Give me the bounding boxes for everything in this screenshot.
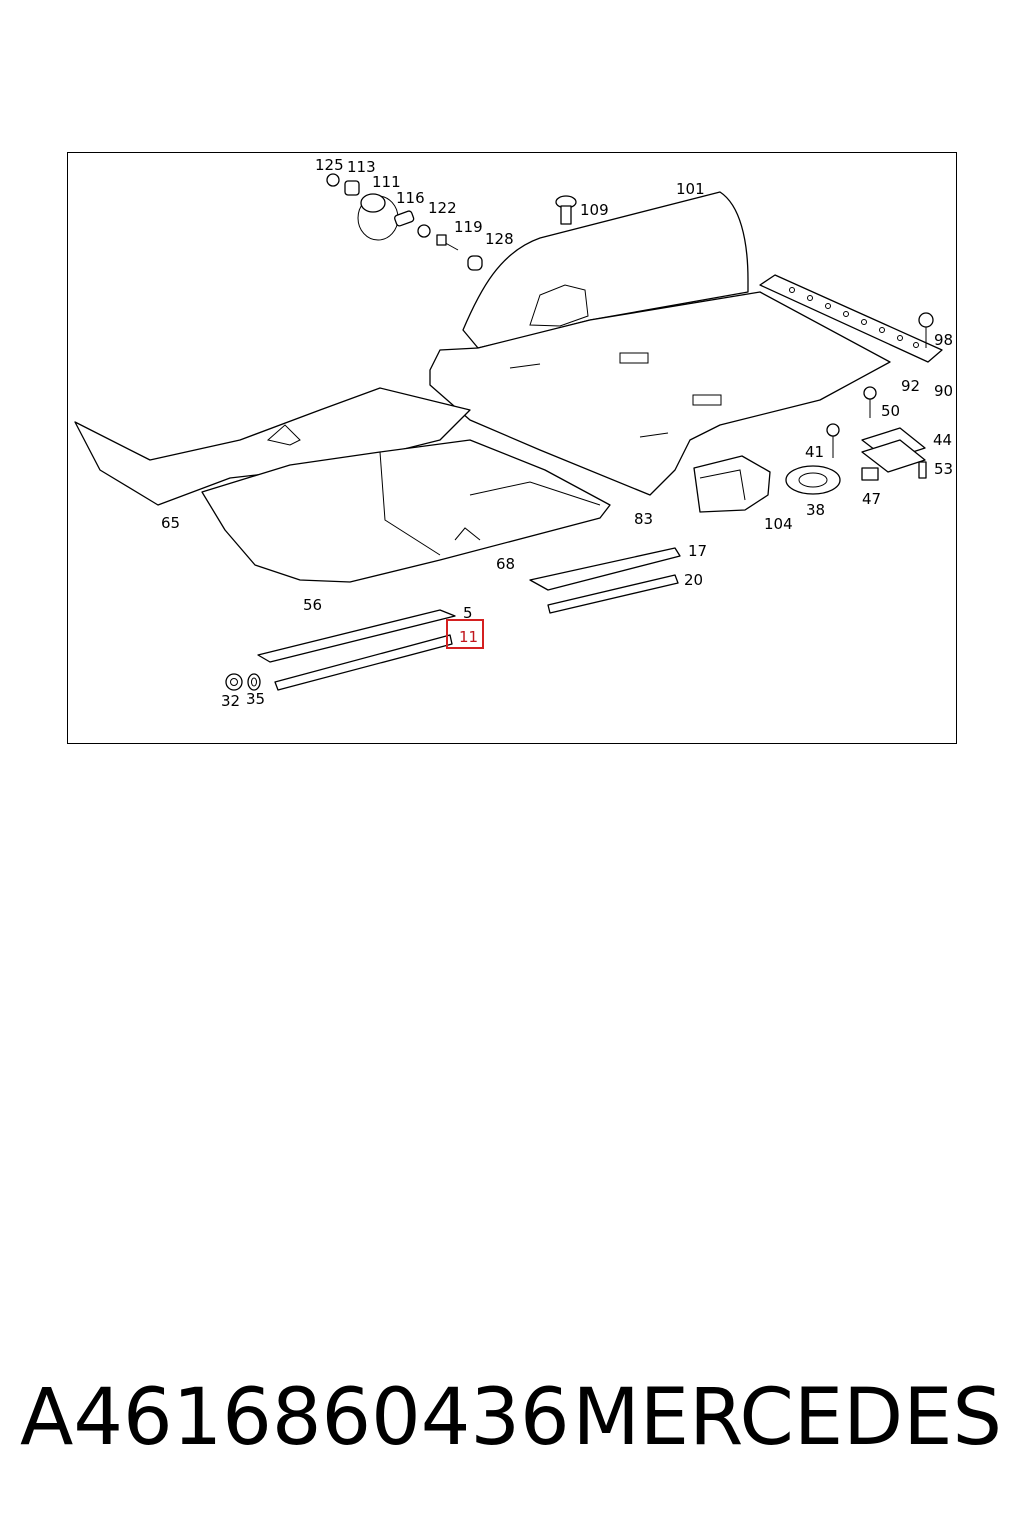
part-83-slot-4 bbox=[509, 363, 541, 369]
callout-104: 104 bbox=[764, 515, 793, 533]
callout-68: 68 bbox=[496, 555, 515, 573]
callout-56: 56 bbox=[303, 596, 322, 614]
part-50-screw bbox=[863, 386, 877, 418]
part-92-holes bbox=[789, 287, 919, 348]
callout-101: 101 bbox=[676, 180, 705, 198]
callout-90: 90 bbox=[934, 382, 953, 400]
callout-65: 65 bbox=[161, 514, 180, 532]
callout-128: 128 bbox=[485, 230, 514, 248]
callout-44: 44 bbox=[933, 431, 952, 449]
part-68-ridge bbox=[469, 481, 601, 506]
callout-53: 53 bbox=[934, 460, 953, 478]
part-47-clip bbox=[861, 467, 879, 481]
highlight-box bbox=[446, 619, 484, 649]
part-101-wheel-arch-cover bbox=[462, 191, 749, 349]
callout-35: 35 bbox=[246, 690, 265, 708]
caption: A4616860436 MERCEDES bbox=[0, 1368, 1024, 1468]
part-68-hump bbox=[454, 527, 481, 541]
callout-50: 50 bbox=[881, 402, 900, 420]
part-5-strip bbox=[257, 609, 456, 663]
part-35-washer bbox=[247, 673, 261, 691]
part-92-strip bbox=[759, 274, 943, 363]
part-83-rear-floor-mat bbox=[429, 291, 891, 496]
part-83-slot-2 bbox=[692, 394, 722, 406]
part-98-screw bbox=[918, 312, 934, 348]
callout-labels: 125 113 111 116 122 119 128 109 101 98 9… bbox=[161, 156, 953, 710]
callout-83: 83 bbox=[634, 510, 653, 528]
callout-17: 17 bbox=[688, 542, 707, 560]
callout-111: 111 bbox=[372, 173, 401, 191]
part-number: A4616860436 bbox=[20, 1373, 570, 1463]
part-68-tunnel bbox=[379, 451, 441, 556]
callout-20: 20 bbox=[684, 571, 703, 589]
callout-98: 98 bbox=[934, 331, 953, 349]
part-38-grommet bbox=[785, 465, 841, 495]
part-83-slot-3 bbox=[639, 432, 669, 438]
callout-122: 122 bbox=[428, 199, 457, 217]
callout-38: 38 bbox=[806, 501, 825, 519]
part-41-screw bbox=[826, 423, 840, 458]
part-65-hump bbox=[266, 424, 301, 446]
callout-125: 125 bbox=[315, 156, 344, 174]
callout-11: 11 bbox=[459, 628, 478, 646]
brand-name: MERCEDES bbox=[572, 1373, 1003, 1463]
tie-down-ring-assembly bbox=[326, 173, 483, 271]
part-109-clip bbox=[555, 195, 577, 225]
callout-113: 113 bbox=[347, 158, 376, 176]
part-32-nut bbox=[225, 673, 243, 691]
callout-109: 109 bbox=[580, 201, 609, 219]
callout-41: 41 bbox=[805, 443, 824, 461]
part-101-opening bbox=[529, 284, 589, 327]
part-20-strip bbox=[547, 574, 679, 614]
callout-119: 119 bbox=[454, 218, 483, 236]
part-65-front-floor-mat bbox=[74, 387, 471, 506]
diagram-frame bbox=[67, 152, 957, 744]
part-104-wheel-well bbox=[693, 455, 771, 513]
part-11-strip bbox=[274, 634, 453, 691]
part-17-strip bbox=[529, 547, 681, 591]
callout-116: 116 bbox=[396, 189, 425, 207]
callout-47: 47 bbox=[862, 490, 881, 508]
callout-5: 5 bbox=[463, 604, 473, 622]
callout-32: 32 bbox=[221, 692, 240, 710]
part-53-clip bbox=[918, 461, 927, 479]
part-83-slot-1 bbox=[619, 352, 649, 364]
callout-92: 92 bbox=[901, 377, 920, 395]
part-44-seal bbox=[861, 439, 926, 473]
part-104-inner bbox=[699, 469, 746, 501]
